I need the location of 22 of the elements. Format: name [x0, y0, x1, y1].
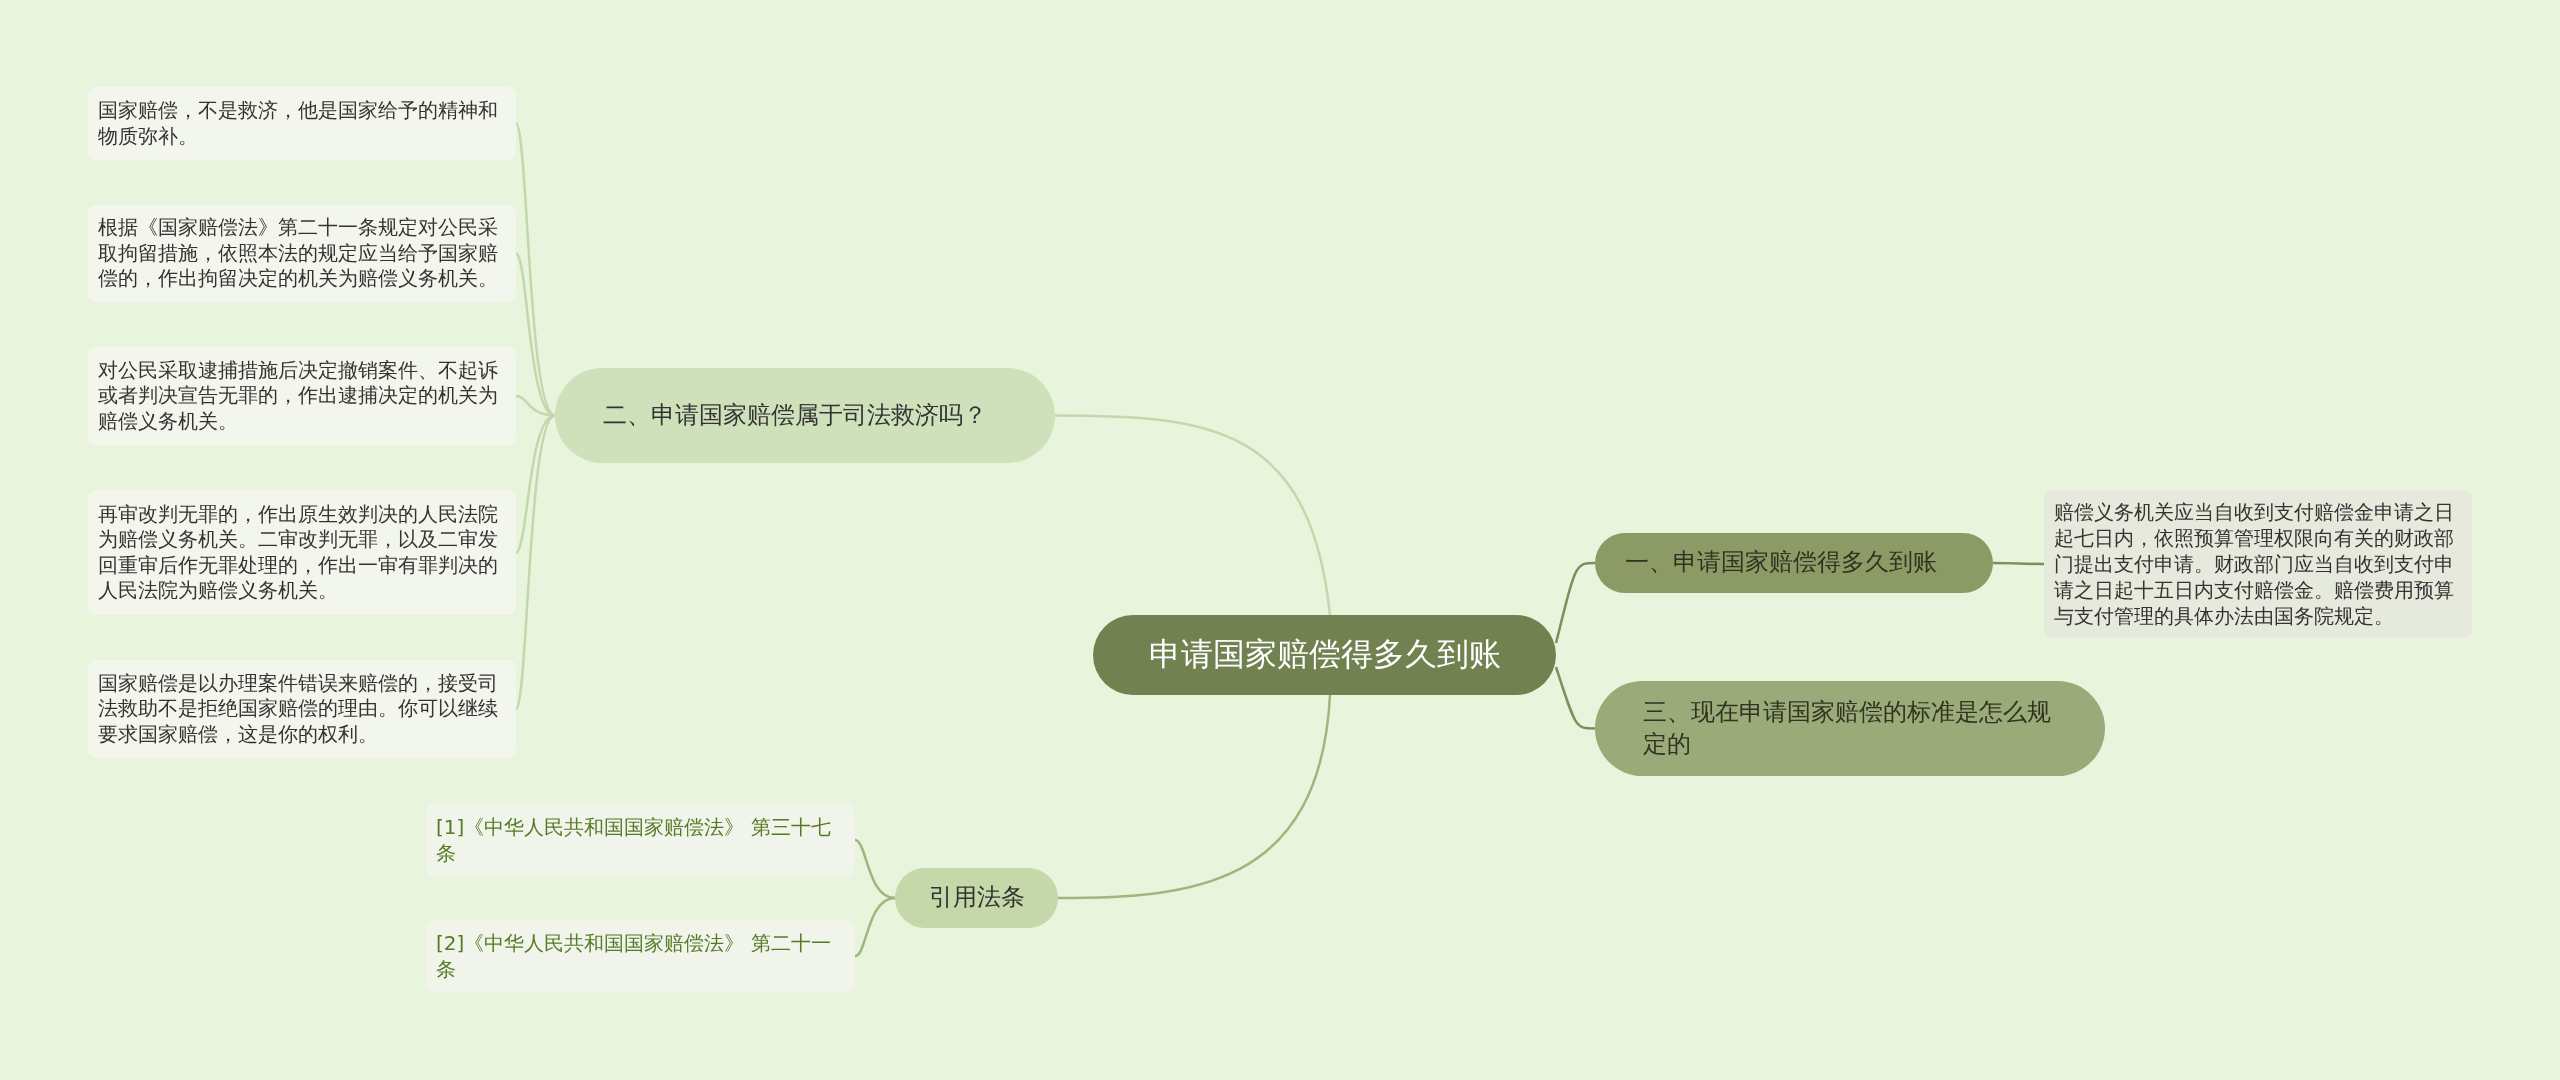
- branch-topic: 三、现在申请国家赔偿的标准是怎么规定的: [1595, 681, 2105, 776]
- note-card: 国家赔偿是以办理案件错误来赔偿的，接受司法救助不是拒绝国家赔偿的理由。你可以继续要求国家赔偿，这是你的权利。: [88, 660, 516, 758]
- connector-line: [1554, 561, 1595, 644]
- reference-card: [1]《中华人民共和国国家赔偿法》 第三十七条: [426, 803, 855, 877]
- connector-line: [1554, 666, 1595, 730]
- central-topic: 申请国家赔偿得多久到账: [1093, 615, 1556, 695]
- branch-topic: 一、申请国家赔偿得多久到账: [1595, 533, 1993, 593]
- connector-line: [514, 414, 556, 710]
- branch-topic: 引用法条: [895, 868, 1058, 928]
- note-card: 赔偿义务机关应当自收到支付赔偿金申请之日起七日内，依照预算管理权限向有关的财政部门提出支付申请。财政部门应当自收到支付申请之日起十五日内支付赔偿金。赔偿费用预算与支付管理的具体办法由国务院规定。: [2044, 490, 2472, 638]
- connector-line: [1993, 561, 2044, 566]
- note-card: 根据《国家赔偿法》第二十一条规定对公民采取拘留措施，依照本法的规定应当给予国家赔偿的，作出拘留决定的机关为赔偿义务机关。: [88, 205, 516, 302]
- connector-line: [854, 838, 896, 900]
- connector-line: [514, 122, 556, 417]
- note-card: 再审改判无罪的，作出原生效判决的人民法院为赔偿义务机关。二审改判无罪，以及二审发回重审后作无罪处理的，作出一审有罪判决的人民法院为赔偿义务机关。: [88, 490, 516, 615]
- note-card: 国家赔偿，不是救济，他是国家给予的精神和物质弥补。: [88, 87, 516, 160]
- connector-line: [1058, 694, 1332, 900]
- branch-topic: 二、申请国家赔偿属于司法救济吗？: [555, 368, 1055, 463]
- connector-line: [1055, 414, 1332, 616]
- connector-line: [854, 896, 896, 958]
- note-card: 对公民采取逮捕措施后决定撤销案件、不起诉或者判决宣告无罪的，作出逮捕决定的机关为赔偿义务机关。: [88, 347, 516, 445]
- reference-card: [2]《中华人民共和国国家赔偿法》 第二十一条: [426, 920, 855, 992]
